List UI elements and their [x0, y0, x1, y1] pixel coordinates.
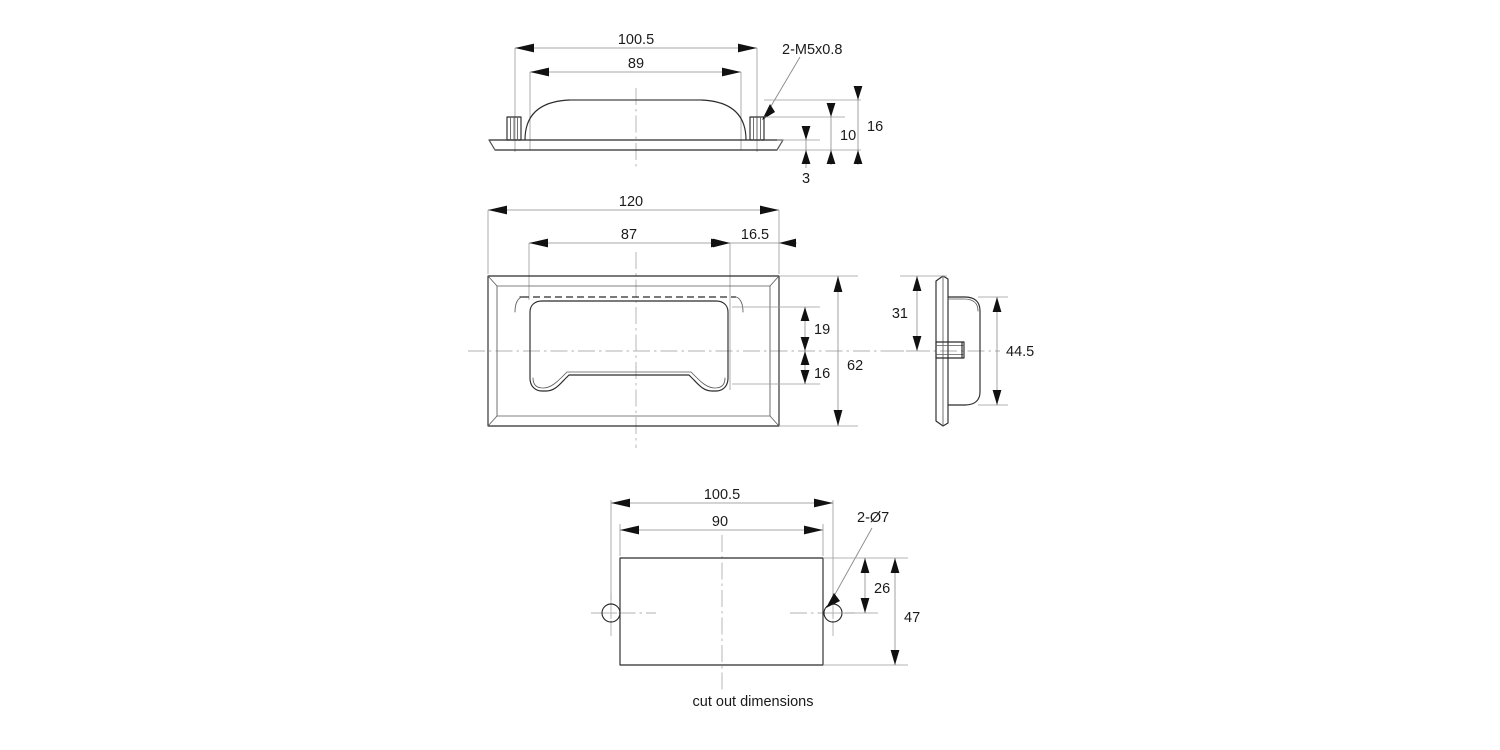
cutout-hole-left	[601, 603, 621, 623]
plan-outer-frame	[487, 275, 780, 427]
dim-text-plan-upper-recess: 19	[814, 322, 830, 338]
arrow-cutout-26-bottom	[860, 598, 870, 613]
plan-pocket-ledge	[532, 371, 726, 389]
arrow-leader-stud-note	[762, 104, 775, 120]
side-body-profile	[947, 296, 981, 406]
arrow-cutout-100-5-right	[814, 498, 833, 508]
dim-text-front-recess-width: 89	[628, 56, 644, 72]
leader-line-hole-note	[828, 527, 873, 606]
arrow-cutout-90-right	[804, 525, 823, 535]
note-text-stud-thread: 2-M5x0.8	[782, 42, 842, 58]
dim-text-cutout-hole-offset: 26	[874, 581, 890, 597]
side-body-inner-edge	[947, 298, 979, 312]
arrow-front-100-5-right	[738, 43, 757, 53]
cutout-hole-left-circle	[601, 603, 621, 623]
front-stud-left	[506, 116, 522, 141]
plan-recess-pocket	[529, 300, 729, 392]
cutout-caption: cut out dimensions	[693, 694, 814, 710]
arrow-cutout-47-top	[890, 558, 900, 573]
dim-text-front-overall-depth: 16	[867, 119, 883, 135]
front-flange-right-bevel	[776, 139, 784, 151]
arrow-side-31-top	[912, 276, 922, 291]
arrow-side-44-5-bottom	[992, 390, 1002, 405]
arrow-cutout-90-left	[620, 525, 639, 535]
front-stud-right	[749, 116, 765, 141]
plan-recess-hidden-left-arc	[514, 296, 523, 313]
arrow-plan-16-5-left	[713, 238, 730, 248]
plan-inner-frame	[496, 285, 771, 417]
dim-text-plan-overall-length: 120	[619, 194, 643, 210]
dim-text-side-body-height: 44.5	[1006, 344, 1034, 360]
arrow-side-31-bottom	[912, 336, 922, 351]
arrow-plan-16-top	[800, 351, 810, 365]
arrow-leader-hole-note	[826, 593, 840, 608]
dim-text-cutout-height: 47	[904, 610, 920, 626]
dim-text-side-flange-half-height: 31	[892, 306, 908, 322]
arrow-cutout-100-5-left	[611, 498, 630, 508]
arrow-front-10-top	[826, 103, 836, 117]
dim-text-cutout-width: 90	[712, 514, 728, 530]
plan-bevel-bl	[487, 415, 498, 427]
arrow-plan-62-top	[833, 276, 843, 292]
dim-text-plan-recess-length: 87	[621, 227, 637, 243]
arrow-front-16-top	[853, 86, 863, 100]
arrow-plan-16-5-right	[779, 238, 796, 248]
side-stud	[935, 341, 965, 359]
arrow-side-44-5-top	[992, 297, 1002, 312]
plan-bevel-br	[769, 415, 780, 427]
side-stud-body	[935, 341, 965, 359]
front-flange-left-bevel	[488, 139, 496, 151]
arrow-plan-87-left	[529, 238, 548, 248]
plan-bevel-tr	[769, 275, 780, 287]
arrow-cutout-26-top	[860, 558, 870, 573]
arrow-front-16-bottom	[853, 150, 863, 164]
plan-recess-hidden-right-arc	[735, 296, 744, 313]
arrow-front-89-left	[530, 67, 549, 77]
arrow-front-3-bottom	[801, 150, 811, 164]
dim-text-plan-edge-offset: 16.5	[741, 227, 769, 243]
dim-text-plan-overall-height: 62	[847, 358, 863, 374]
dim-text-front-stud-height: 10	[840, 128, 856, 144]
arrow-plan-16-bottom	[800, 370, 810, 384]
dim-text-cutout-hole-span: 100.5	[704, 487, 740, 503]
view-plan: 120 87 16.5	[468, 194, 930, 448]
note-text-hole-diameter: 2-Ø7	[857, 510, 889, 526]
arrow-plan-19-bottom	[800, 337, 810, 351]
arrow-front-10-bottom	[826, 150, 836, 164]
arrow-plan-120-right	[760, 205, 779, 215]
arrow-plan-19-top	[800, 307, 810, 321]
arrow-plan-120-left	[488, 205, 507, 215]
dim-text-front-flange-thickness: 3	[802, 171, 810, 187]
dim-text-front-overall-width: 100.5	[618, 32, 654, 48]
arrow-front-100-5-left	[515, 43, 534, 53]
dim-text-plan-lower-recess: 16	[814, 366, 830, 382]
arrow-cutout-47-bottom	[890, 650, 900, 665]
view-cutout: 100.5 90 2-Ø7 26	[591, 487, 920, 710]
plan-bevel-tl	[487, 275, 498, 287]
view-side: 31 44.5	[885, 275, 1034, 427]
view-front-elevation: 100.5 89 2-M5x0.8	[488, 32, 883, 187]
arrow-plan-62-bottom	[833, 410, 843, 426]
arrow-front-89-right	[722, 67, 741, 77]
arrow-front-3-top	[801, 126, 811, 140]
